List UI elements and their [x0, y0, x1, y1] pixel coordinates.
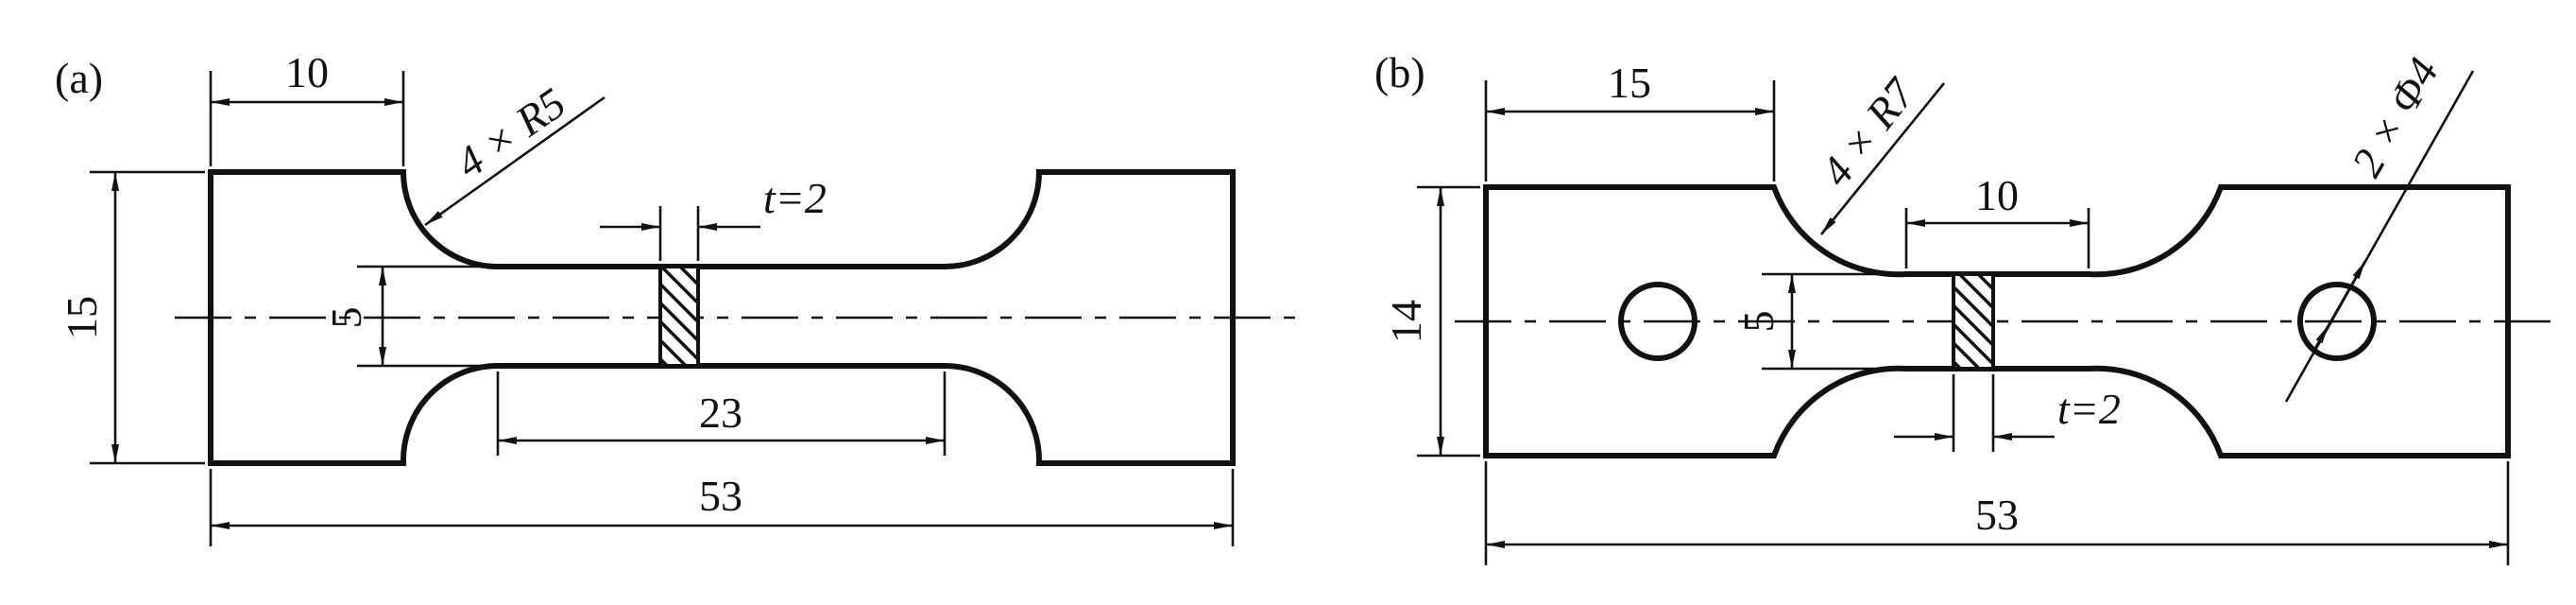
dim-5-b: 5 — [1734, 311, 1783, 333]
specimen-b-outline — [1483, 184, 2511, 458]
specimen-a-outline — [208, 169, 1236, 466]
dim-10-b: 10 — [1975, 171, 2019, 219]
t-label-b: t=2 — [2057, 385, 2121, 433]
t-label-a: t=2 — [763, 174, 827, 222]
radius-leader-a — [424, 95, 606, 227]
section-b — [1952, 272, 1995, 371]
figure-a-label: (a) — [55, 54, 103, 102]
dim-53-b: 53 — [1975, 491, 2019, 539]
dim-53-a: 53 — [699, 472, 742, 520]
section-a — [658, 265, 700, 368]
hole-arrow-1 — [2322, 260, 2367, 335]
radius-leader-b — [1819, 82, 1946, 235]
hole-right — [2297, 282, 2377, 361]
dim-15-b: 15 — [1608, 59, 1651, 107]
dim-14-b: 14 — [1382, 300, 1430, 343]
dim-5-a: 5 — [322, 307, 370, 329]
dim-10-a: 10 — [285, 48, 329, 96]
hole-label-b: 2 × Φ4 — [2342, 50, 2448, 184]
dim-15-a: 15 — [58, 296, 106, 339]
figure-b-label: (b) — [1374, 48, 1425, 96]
dim-23-a: 23 — [699, 389, 742, 437]
hole-arrow-2 — [2312, 324, 2330, 351]
figure-a: (a) 10 4 × R5 t=2 15 5 — [55, 48, 1304, 546]
figure-b: (b) 15 4 × R7 2 × Φ4 10 14 — [1374, 48, 2550, 565]
